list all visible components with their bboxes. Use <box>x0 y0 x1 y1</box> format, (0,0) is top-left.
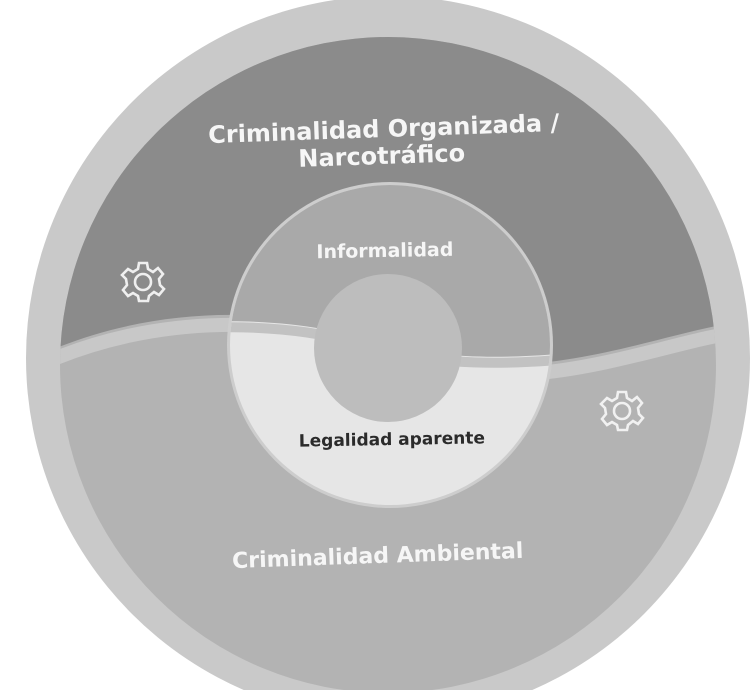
outer-top-label-line2: Narcotráfico <box>298 139 466 173</box>
gear-icon <box>120 261 166 303</box>
gear-icon <box>599 390 645 432</box>
inner-top-label: Informalidad <box>316 239 453 263</box>
inner-bottom-label: Legalidad aparente <box>299 428 485 451</box>
center-circle <box>314 274 462 422</box>
